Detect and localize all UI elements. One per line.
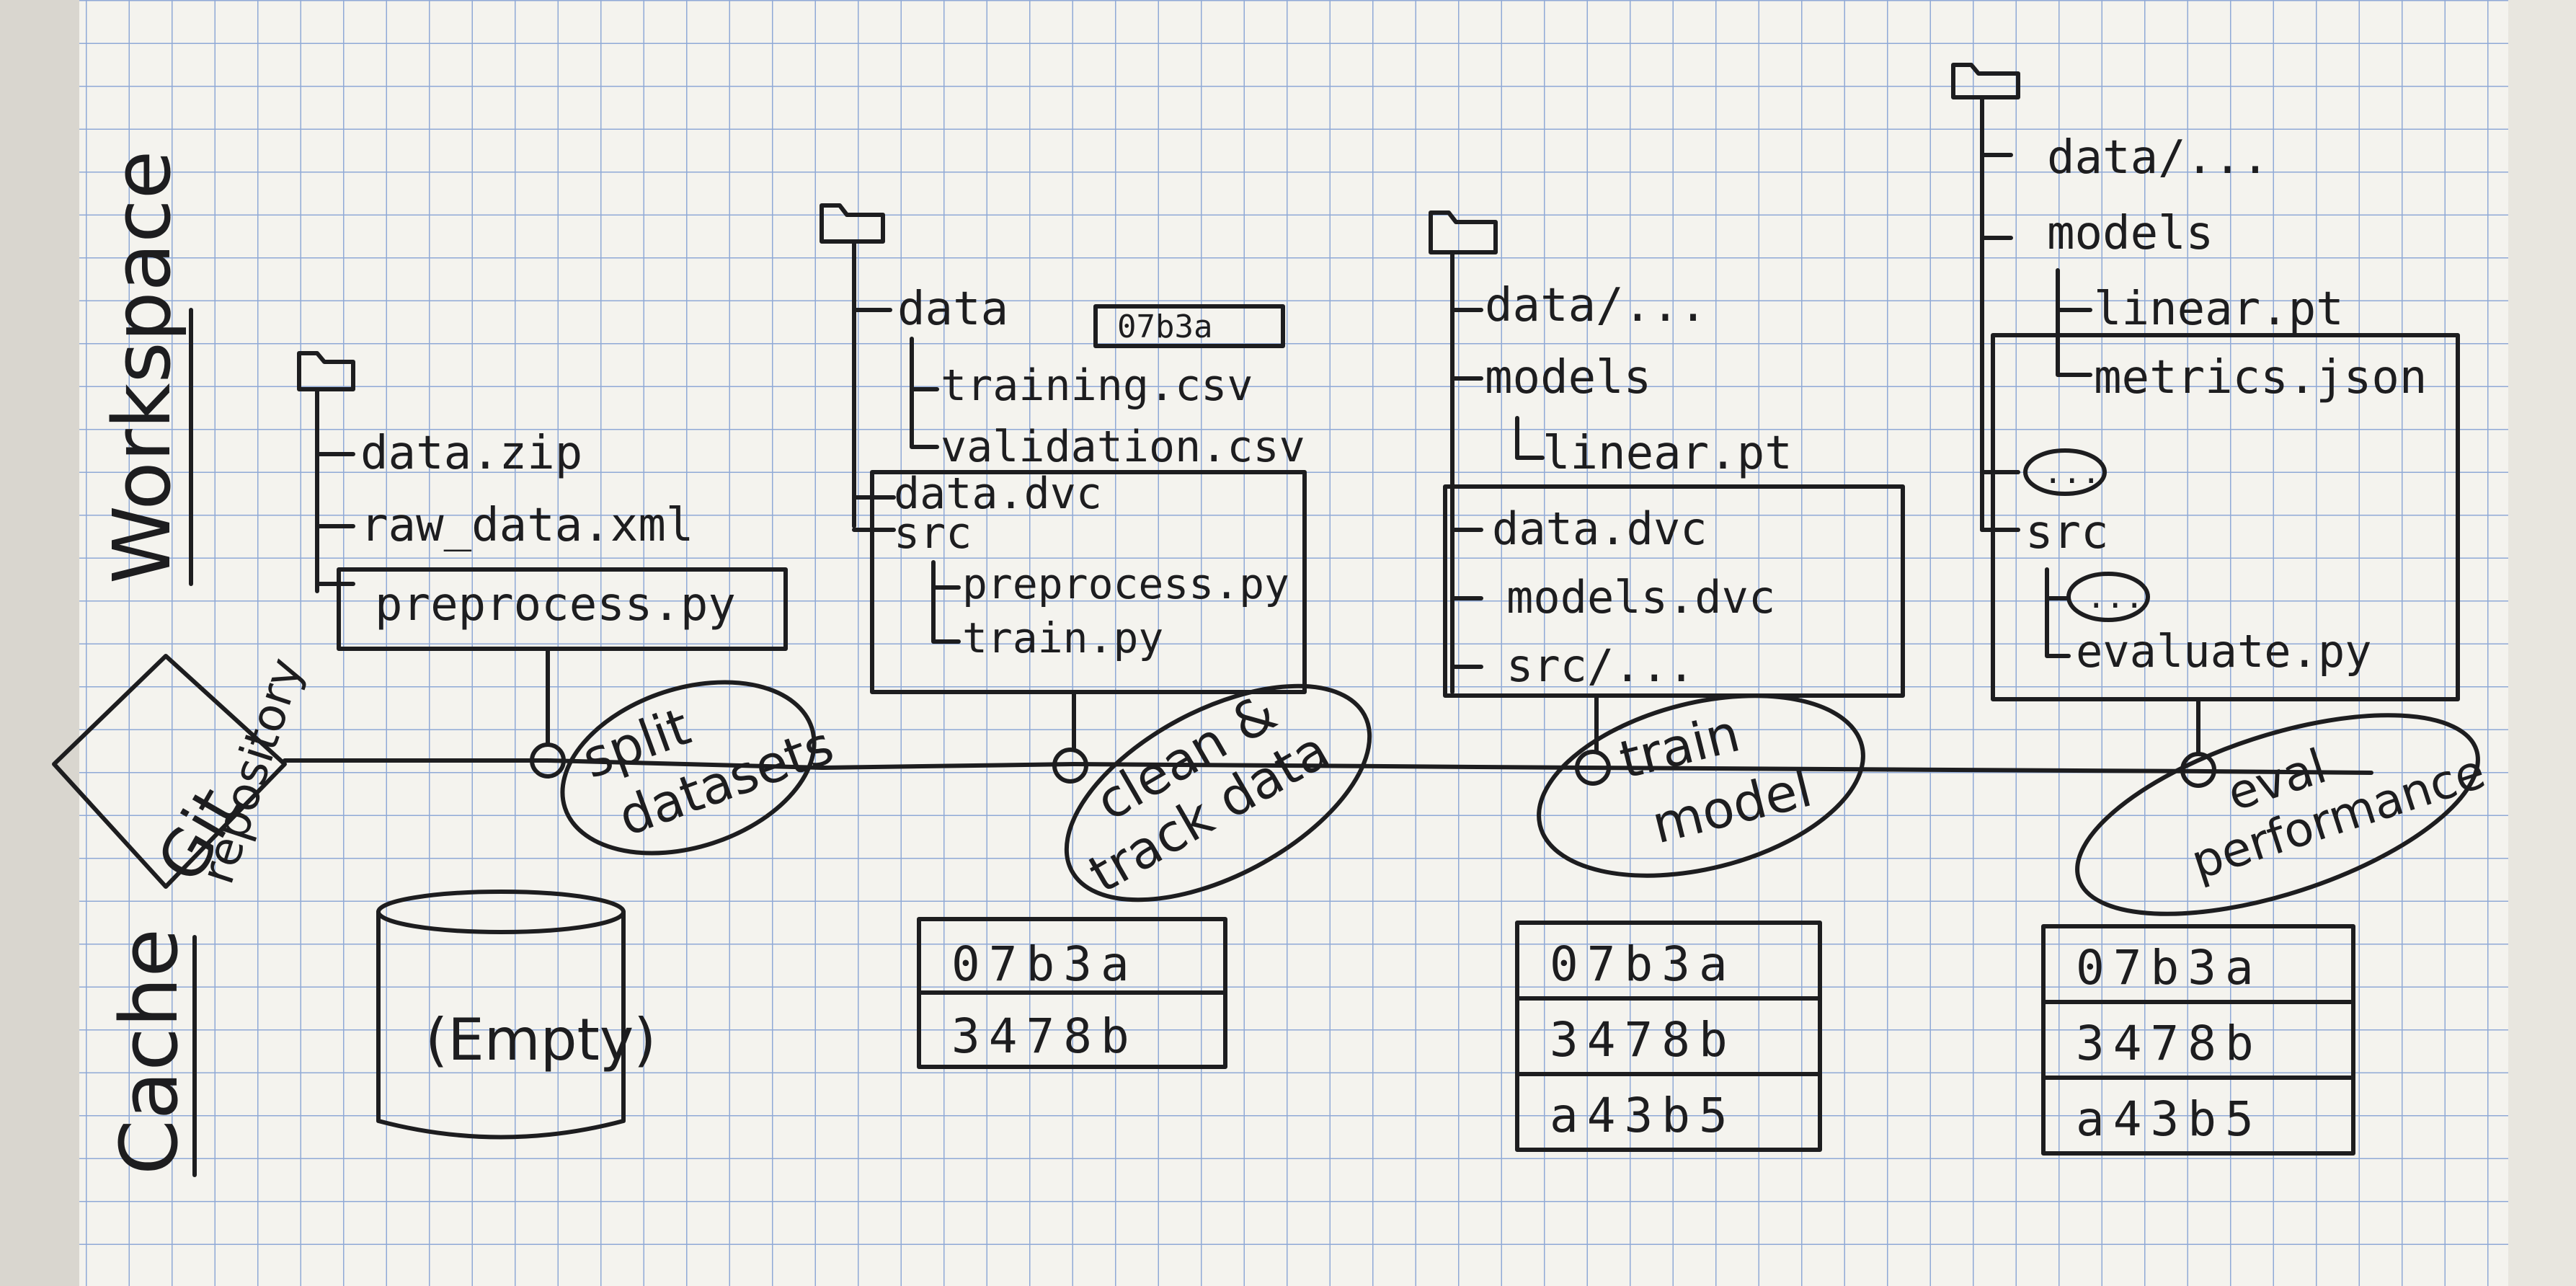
cache-table-stage-3: 07b3a 3478b a43b5 — [1515, 921, 1822, 1152]
tree-item: data.zip — [360, 427, 582, 480]
tree-item: validation.csv — [941, 422, 1305, 472]
svg-text:Cache: Cache — [103, 928, 195, 1175]
cache-hash: 07b3a — [1550, 936, 1736, 992]
tree-item: linear.pt — [2094, 283, 2344, 336]
tree-item: src — [2025, 506, 2109, 559]
cache-hash: a43b5 — [1550, 1088, 1736, 1143]
tree-item: metrics.json — [2094, 351, 2427, 404]
cache-empty-cylinder: (Empty) — [376, 890, 656, 1140]
workspace-label: Workspace — [96, 151, 193, 586]
tree-item: src — [894, 508, 972, 559]
tree-item: data — [897, 283, 1008, 336]
tree-item: evaluate.py — [2076, 625, 2372, 678]
commit-node-2 — [1052, 748, 1088, 784]
svg-text:...: ... — [2043, 454, 2100, 491]
tree-item: data/... — [2047, 131, 2269, 185]
ellipsis-bubble — [2023, 448, 2107, 496]
tree-item: preprocess.py — [962, 559, 1289, 608]
cache-hash: a43b5 — [2076, 1091, 2262, 1147]
cache-label: Cache — [103, 928, 197, 1177]
svg-text:...: ... — [2087, 579, 2144, 616]
folder-icon — [1951, 63, 2020, 99]
cache-empty-label: (Empty) — [425, 1006, 656, 1073]
ellipsis-bubble — [2066, 572, 2150, 622]
cache-hash: 07b3a — [951, 936, 1138, 992]
git-tracked-box — [1991, 333, 2460, 701]
cache-hash: 3478b — [951, 1008, 1138, 1064]
tree-item: data.dvc — [894, 469, 1102, 519]
tree-item: models.dvc — [1506, 571, 1775, 624]
tree-item: linear.pt — [1542, 427, 1793, 480]
cache-hash: 3478b — [2076, 1016, 2262, 1071]
tree-item: train.py — [962, 613, 1163, 662]
git-tracked-box — [337, 567, 788, 651]
commit-node-3 — [1575, 750, 1611, 786]
tree-item: src/... — [1506, 639, 1695, 692]
hash-tag-box — [1093, 304, 1285, 348]
grid-lines — [79, 0, 2508, 1286]
folder-icon — [820, 203, 885, 244]
tree-item: preprocess.py — [375, 578, 736, 631]
cache-table-stage-4: 07b3a 3478b a43b5 — [2041, 924, 2355, 1156]
tree-item: data/... — [1485, 279, 1707, 332]
workspace-tree-stage-2: data 07b3a training.csv validation.csv d… — [820, 203, 1307, 752]
git-tracked-box — [1443, 484, 1905, 698]
folder-icon — [297, 351, 355, 391]
workspace-tree-stage-3: data/... models linear.pt data.dvc model… — [1429, 210, 1905, 754]
workspace-tree-stage-1: data.zip raw_data.xml preprocess.py — [297, 351, 788, 747]
svg-text:Workspace: Workspace — [96, 151, 188, 584]
cache-hash: 07b3a — [2076, 940, 2262, 995]
folder-icon — [1429, 210, 1498, 254]
tree-item: training.csv — [941, 360, 1253, 411]
cache-hash: 3478b — [1550, 1012, 1736, 1068]
git-tracked-box — [870, 470, 1307, 694]
cache-table-stage-2: 07b3a 3478b — [917, 917, 1227, 1069]
workspace-tree-stage-4: data/... models linear.pt metrics.json .… — [1951, 63, 2460, 756]
tree-item: models — [2047, 207, 2213, 260]
tree-item: data.dvc — [1492, 502, 1707, 555]
paper-margin — [2508, 0, 2576, 1286]
tree-item: models — [1485, 351, 1651, 404]
tree-item: raw_data.xml — [360, 499, 693, 552]
commit-timeline — [283, 758, 2373, 775]
hash-tag: 07b3a — [1117, 309, 1212, 345]
